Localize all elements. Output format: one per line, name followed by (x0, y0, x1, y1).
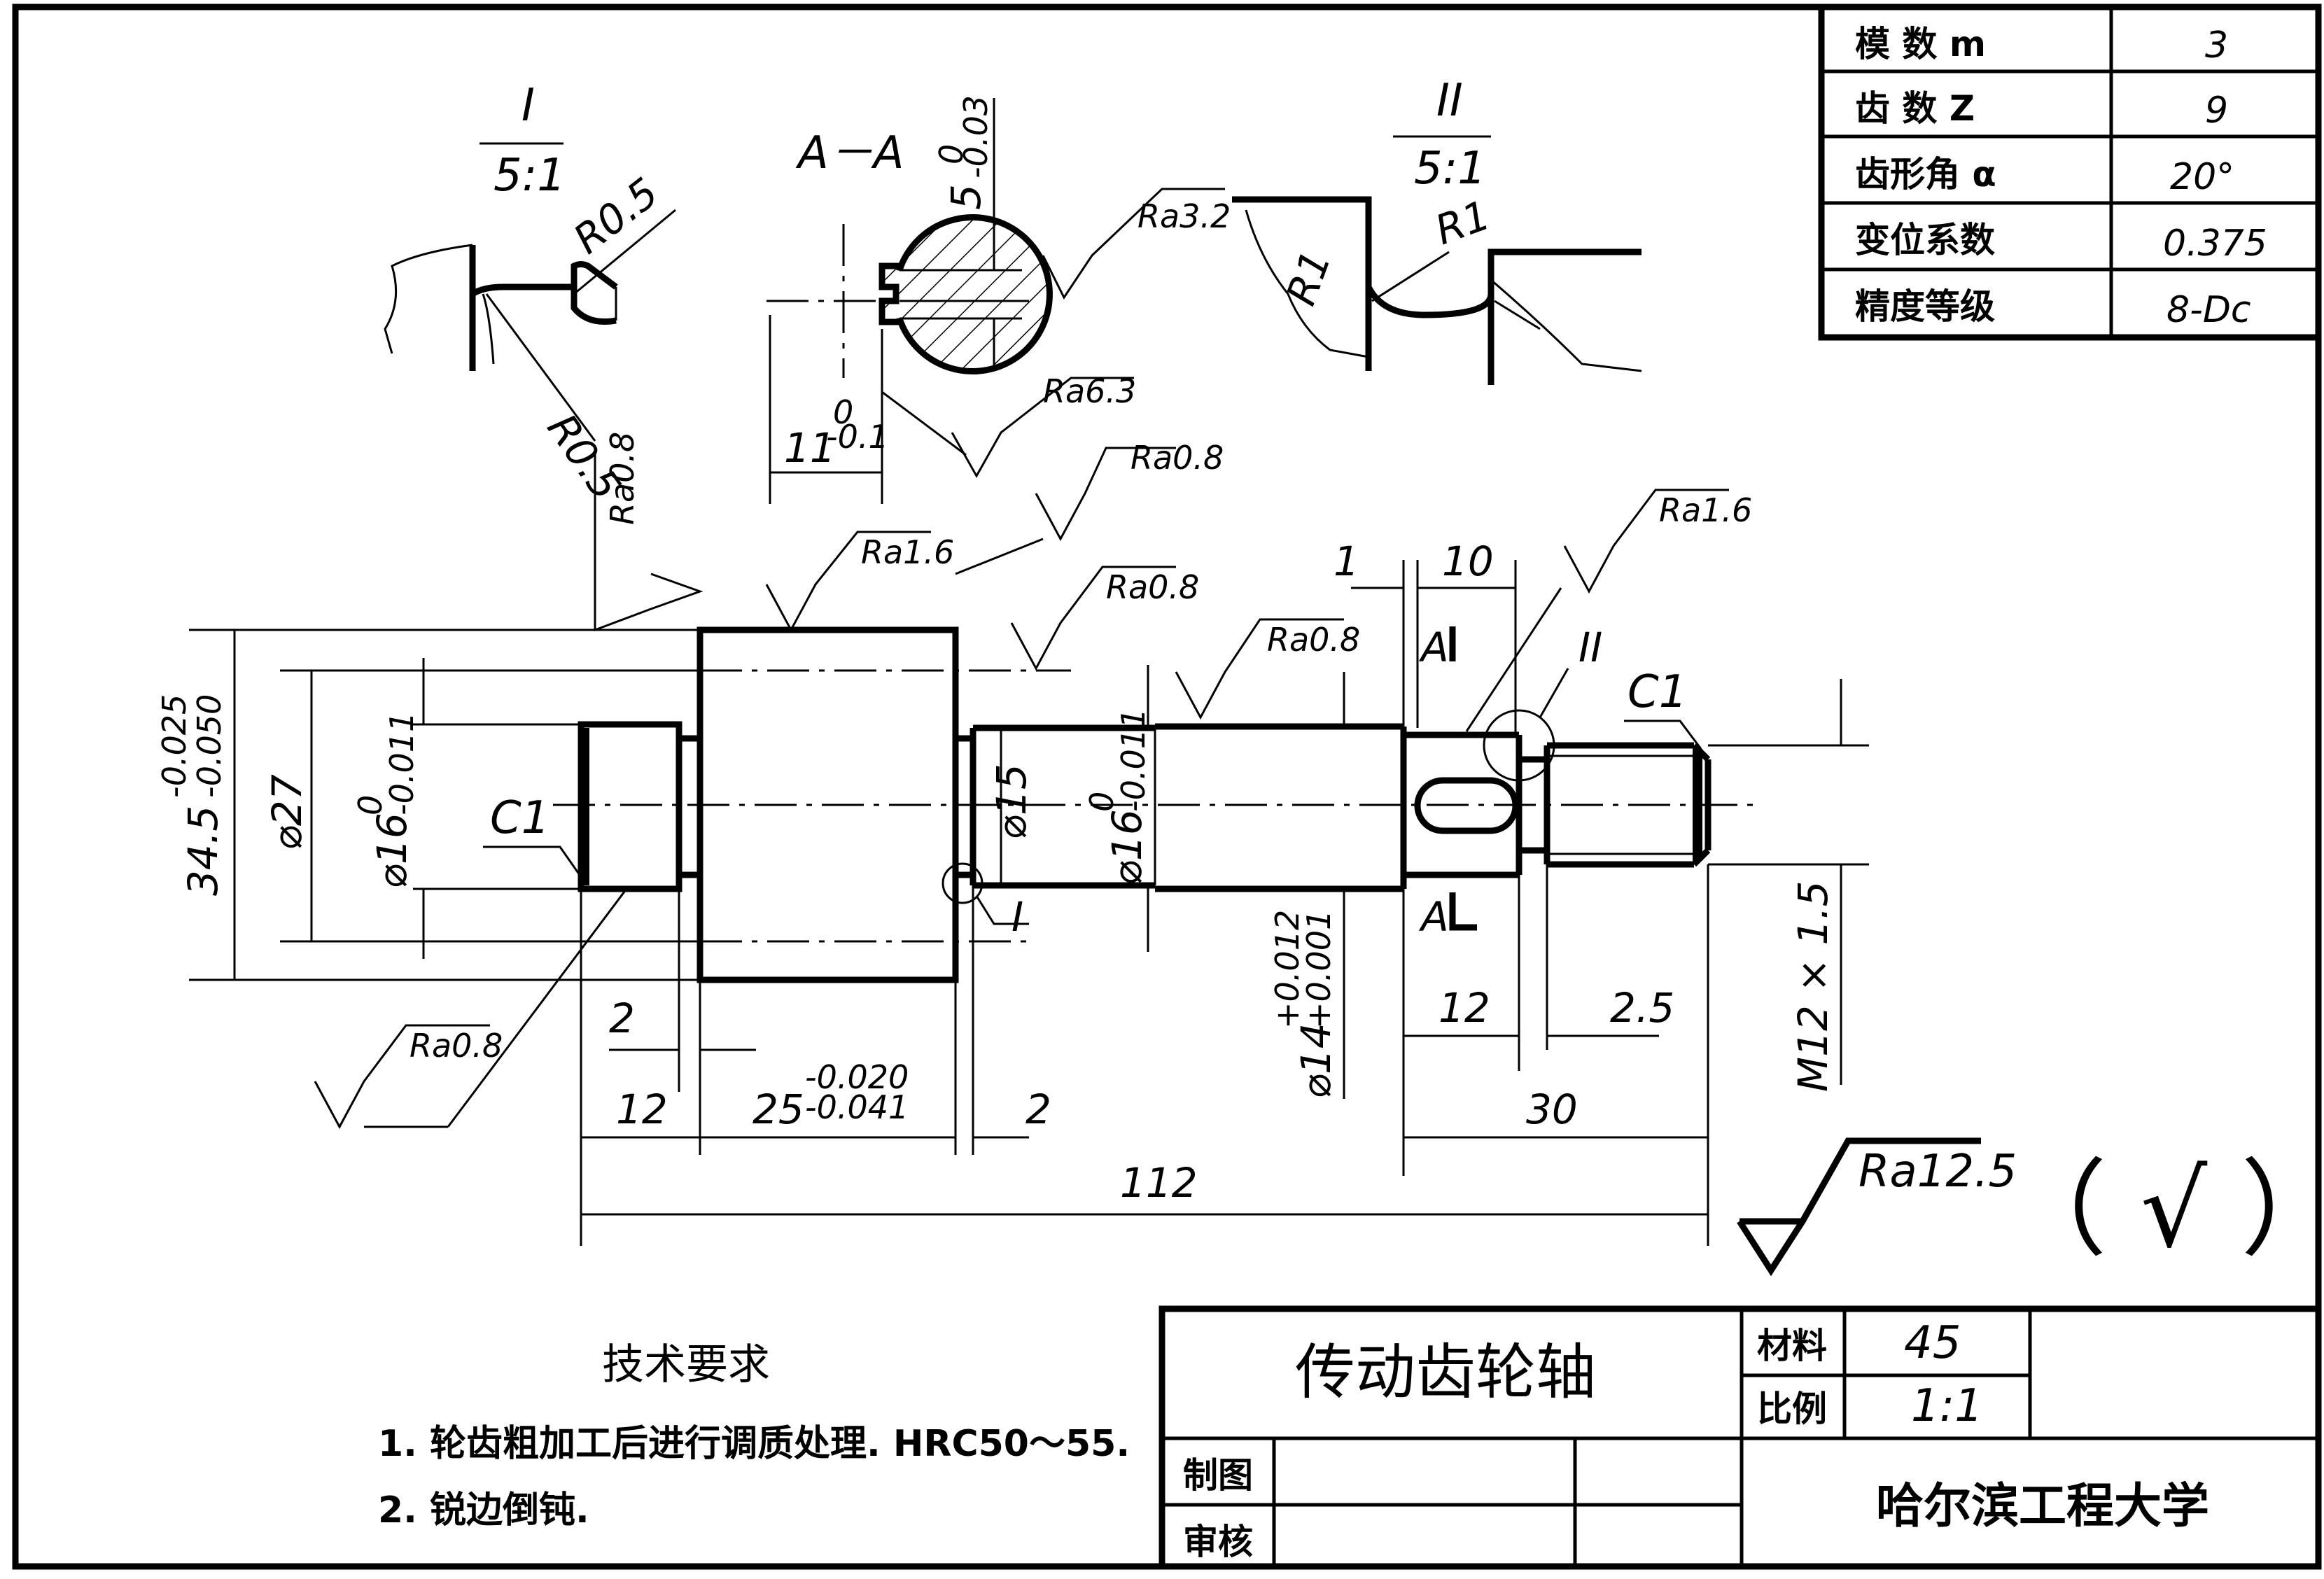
detail-2-label: II (1436, 75, 1463, 127)
material-value: 45 (1904, 1317, 1961, 1369)
dim-dia-15: ⌀15 (988, 764, 1035, 840)
detail-2-scale: 5:1 (1414, 143, 1486, 195)
detail-marker-1: I (1011, 893, 1023, 941)
section-a-a: A－A 5 0 -0.03 11 0 -0.1 Ra3.2 Ra6.3 (766, 95, 1231, 504)
dim-dia-34-5-tol-up: -0.025 (155, 694, 193, 798)
dim-len-25-tol-dn: -0.041 (805, 1088, 909, 1126)
gear-row-label: 齿 数 Z (1855, 88, 1975, 129)
dim-dia-16-right-tol-dn: -0.011 (1114, 708, 1152, 812)
dim-len-2-mid: 2 (1026, 1086, 1051, 1133)
gear-row-value: 9 (2205, 90, 2228, 132)
dim-dia-16-left: ⌀16 (368, 813, 416, 889)
general-roughness-mark: （ √ ） (2002, 1149, 2324, 1271)
dim-len-12-right: 12 (1438, 984, 1490, 1032)
technical-notes: 技术要求 1. 轮齿粗加工后进行调质处理. HRC50～55. 2. 锐边倒钝. (378, 1340, 1130, 1531)
material-label: 材料 (1757, 1326, 1827, 1366)
part-name: 传动齿轮轴 (1295, 1338, 1596, 1408)
gear-row-value: 0.375 (2163, 223, 2267, 265)
detail-1-scale: 5:1 (493, 150, 566, 202)
section-marker-bottom: A (1418, 893, 1449, 941)
roughness-ra08-bottom: Ra0.8 (410, 1027, 503, 1065)
chamfer-left: C1 (490, 792, 550, 844)
section-key-depth: 5 (942, 184, 990, 210)
section-marker-top: A (1418, 624, 1449, 671)
detail-view-2: II 5:1 R1 R1 (1232, 75, 1642, 385)
gear-row-value: 20° (2170, 156, 2234, 198)
scale-value: 1:1 (1911, 1380, 1983, 1432)
detail-1-label: I (522, 80, 535, 132)
roughness-ra16-gear: Ra1.6 (861, 533, 954, 571)
organization: 哈尔滨工程大学 (1876, 1479, 2209, 1534)
dim-len-1: 1 (1334, 538, 1359, 585)
dim-dia-16-left-tol-up: 0 (351, 795, 389, 815)
section-key-depth-tol2: -0.03 (957, 95, 995, 178)
gear-row-value: 3 (2205, 24, 2228, 66)
scale-label: 比例 (1757, 1389, 1827, 1429)
dim-dia-14: ⌀14 (1292, 1023, 1340, 1099)
notes-heading: 技术要求 (602, 1340, 770, 1389)
roughness-ra16-keyway: Ra1.6 (1659, 491, 1752, 529)
gear-row-label: 模 数 m (1855, 24, 1986, 64)
dim-len-25-tol-up: -0.020 (805, 1058, 909, 1096)
roughness-ra08-right: Ra0.8 (1106, 568, 1199, 606)
checked-label: 审核 (1183, 1522, 1253, 1562)
dim-thread: M12 × 1.5 (1789, 880, 1837, 1092)
gear-row-label: 变位系数 (1855, 220, 1995, 260)
roughness-ra63: Ra6.3 (1043, 372, 1136, 410)
detail-marker-2: II (1578, 624, 1602, 671)
section-label: A－A (795, 127, 904, 179)
dim-dia-14-tol-dn: +0.001 (1300, 910, 1338, 1029)
shaft-dimensions: 34.5 -0.025 -0.050 ⌀27 ⌀16 0 -0.011 C1 ⌀… (155, 538, 1869, 1246)
dim-len-2-left: 2 (609, 995, 635, 1042)
notes-line-1: 1. 轮齿粗加工后进行调质处理. HRC50～55. (378, 1423, 1130, 1465)
roughness-ra125-general: Ra12.5 (1858, 1146, 2017, 1198)
roughness-ra08-journal: Ra0.8 (1267, 621, 1360, 659)
section-key-depth-tol: 0 (932, 144, 970, 164)
dim-len-10: 10 (1442, 538, 1494, 585)
detail-2-radius-left: R1 (1277, 244, 1340, 311)
dim-dia-16-right: ⌀16 (1103, 809, 1151, 885)
dim-len-12-left: 12 (616, 1086, 668, 1133)
shaft-main-view (553, 626, 1757, 983)
dim-dia-34-5-tol-dn: -0.050 (190, 694, 228, 798)
gear-row-label: 精度等级 (1855, 286, 1995, 327)
section-width-tol: 0 (833, 393, 853, 431)
detail-1-radius-top: R0.5 (565, 169, 667, 263)
gear-row-value: 8-Dc (2166, 289, 2250, 331)
roughness-ra08-top: Ra0.8 (1130, 439, 1224, 477)
gear-parameter-table: 模 数 m 3 齿 数 Z 9 齿形角 α 20° 变位系数 0.375 精度等… (1818, 3, 2322, 341)
dim-len-30: 30 (1526, 1086, 1578, 1133)
dim-dia-16-right-tol-up: 0 (1083, 792, 1121, 812)
dim-len-2-5: 2.5 (1610, 984, 1674, 1032)
gear-row-label: 齿形角 α (1855, 154, 1996, 195)
drawn-label: 制图 (1183, 1455, 1253, 1496)
roughness-ra08-vertical: Ra0.8 (603, 432, 641, 525)
dim-dia-14-tol-up: +0.012 (1268, 910, 1306, 1029)
title-block: 传动齿轮轴 材料 45 比例 1:1 制图 审核 哈尔滨工程大学 (1158, 1305, 2322, 1570)
section-width: 11 (784, 424, 836, 472)
detail-2-radius-right: R1 (1429, 191, 1497, 254)
dim-len-25: 25 (752, 1086, 804, 1133)
chamfer-right: C1 (1628, 666, 1687, 718)
dim-dia-27: ⌀27 (263, 774, 311, 850)
roughness-symbols: Ra0.8 Ra0.8 Ra1.6 Ra0.8 Ra0.8 Ra1.6 Ra0.… (314, 432, 2324, 1277)
dim-dia-34-5: 34.5 (179, 806, 227, 896)
notes-line-2: 2. 锐边倒钝. (378, 1489, 589, 1531)
roughness-ra32: Ra3.2 (1138, 197, 1231, 235)
dim-len-112: 112 (1120, 1159, 1198, 1207)
dim-dia-16-left-tol-dn: -0.011 (383, 712, 421, 815)
section-width-tol2: -0.1 (826, 418, 889, 456)
